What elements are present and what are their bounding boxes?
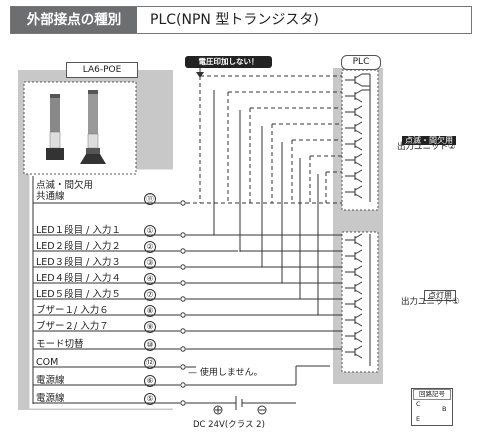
symbol-c: C xyxy=(416,400,421,408)
power-note: DC 24V(クラス 2) xyxy=(193,420,265,430)
blink-badge-wrap: 点滅・間欠用 xyxy=(402,128,456,147)
product-image-frame xyxy=(23,81,137,175)
blink-unit-label: 出力ユニット② xyxy=(397,142,456,152)
header-value-label: PLC(NPN 型トランジスタ) xyxy=(150,12,319,28)
warning-arrow xyxy=(196,68,204,78)
light-badge-wrap: 点灯用 xyxy=(424,283,456,302)
terminal-num: ⑦ xyxy=(144,289,156,301)
symbol-legend-title: 回路記号 xyxy=(413,389,451,400)
signal-tower-image xyxy=(46,90,106,164)
symbol-b: B xyxy=(442,405,447,413)
terminal-num: ⑥ xyxy=(144,375,156,387)
light-unit-label: 出力ユニット① xyxy=(401,297,460,307)
terminal-label: COM xyxy=(36,357,59,368)
terminal-block xyxy=(29,169,184,409)
terminal-label: 電源線 xyxy=(36,393,65,404)
terminal-label: 電源線 xyxy=(36,375,65,386)
terminal-common-label: 共通線 xyxy=(36,191,65,202)
blink-badge: 点滅・間欠用 xyxy=(402,136,456,145)
terminal-blink-label: 点滅・間欠用 xyxy=(36,180,94,191)
device-model-label: LA6-POE xyxy=(66,62,138,78)
warning-label: 電圧印加しない！ xyxy=(185,56,272,68)
terminal-num: ③ xyxy=(144,257,156,269)
terminal-label: LED４段目 / 入力４ xyxy=(36,273,121,284)
terminal-num: ⑧ xyxy=(144,305,156,317)
terminal-num: ⑤ xyxy=(144,393,156,405)
power-supply-symbol xyxy=(186,396,296,415)
header-category-label: 外部接点の種別 xyxy=(11,7,137,33)
transistor-symbols xyxy=(345,73,371,366)
light-badge: 点灯用 xyxy=(424,290,456,301)
terminal-label: LED１段目 / 入力１ xyxy=(36,225,121,236)
terminal-num: ② xyxy=(144,241,156,253)
terminal-label: ブザー１/ 入力６ xyxy=(36,305,109,316)
unused-text: 使用しません。 xyxy=(199,368,263,378)
terminal-num: ④ xyxy=(144,273,156,285)
terminal-num: ⑩ xyxy=(144,339,156,351)
terminal-label: LED２段目 / 入力２ xyxy=(36,241,121,252)
terminal-num: ① xyxy=(144,225,156,237)
plc-title: PLC xyxy=(341,55,381,70)
terminal-num: ⑫ xyxy=(144,357,156,369)
terminal-num-11: ⑪ xyxy=(144,193,156,205)
terminal-num: ⑨ xyxy=(144,321,156,333)
terminal-label: LED５段目 / 入力５ xyxy=(36,289,121,300)
terminal-label: ブザー２/ 入力７ xyxy=(36,321,109,332)
unused-note: — 使用しません。 xyxy=(188,368,263,378)
plc-unit-light xyxy=(341,231,379,373)
terminal-label: LED３段目 / 入力３ xyxy=(36,257,121,268)
terminal-label: モード切替 xyxy=(36,339,84,350)
symbol-e: E xyxy=(416,415,421,423)
